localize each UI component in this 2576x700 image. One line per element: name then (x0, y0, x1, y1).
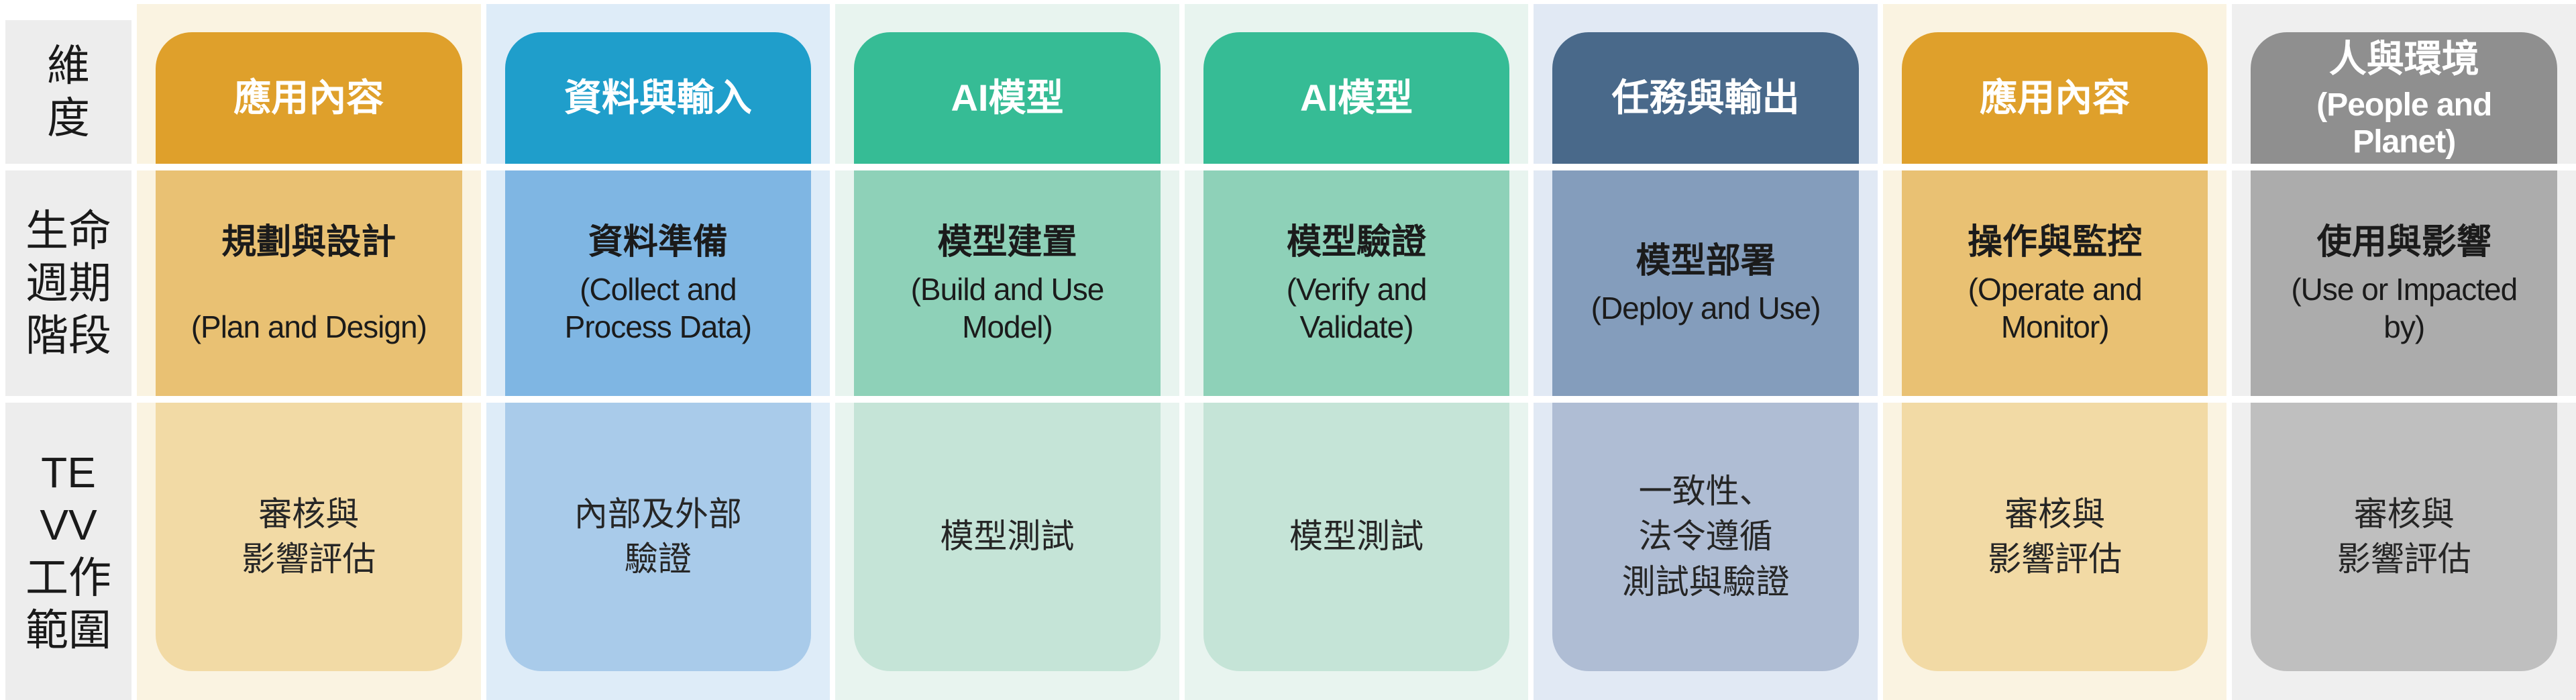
dimension-header-cell: AI模型 (1184, 4, 1529, 164)
tevv-scope-text: 審核與 影響評估 (241, 495, 376, 579)
lifecycle-title-en: (Operate and Monitor) (1968, 272, 2143, 344)
lifecycle-column-build-use-model: AI模型 模型建置 (Build and Use Model) 模型測試 (835, 4, 1179, 700)
lifecycle-column-collect-process-data: 資料與輸入 資料準備 (Collect and Process Data) 內部… (486, 4, 830, 700)
lifecycle-title-en: (Deploy and Use) (1591, 290, 1821, 326)
tevv-scope-text: 模型測試 (1289, 517, 1424, 556)
dimension-title-zh: AI模型 (951, 77, 1064, 119)
lifecycle-column-verify-validate: AI模型 模型驗證 (Verify and Validate) 模型測試 (1184, 4, 1529, 700)
dimension-title-zh: 應用內容 (1980, 77, 2131, 119)
dimension-title-zh: 資料與輸入 (564, 77, 752, 119)
row-header-column: 維 度 生命 週期 階段 TE VV 工作 範圍 (5, 4, 131, 700)
lifecycle-stage-cell: 資料準備 (Collect and Process Data) (486, 170, 830, 396)
lifecycle-title-zh: 模型建置 (937, 223, 1077, 262)
lifecycle-stage-cell: 模型驗證 (Verify and Validate) (1184, 170, 1529, 396)
tevv-scope-cell: 模型測試 (835, 403, 1179, 700)
lifecycle-title-zh: 資料準備 (588, 223, 728, 262)
lifecycle-stage-cell: 操作與監控 (Operate and Monitor) (1882, 170, 2227, 396)
lifecycle-title-zh: 操作與監控 (1968, 223, 2143, 262)
tevv-scope-box: 審核與 影響評估 (2251, 403, 2558, 671)
tevv-scope-box: 一致性、 法令遵循 測試與驗證 (1552, 403, 1859, 671)
dimension-header-box: 應用內容 (1901, 32, 2208, 164)
tevv-scope-box: 內部及外部 驗證 (504, 403, 812, 671)
lifecycle-stage-box: 規劃與設計 (Plan and Design) (156, 170, 462, 396)
dimension-header-box: 任務與輸出 (1552, 32, 1859, 164)
dimension-title-zh: 人與環境 (2328, 37, 2479, 80)
dimension-header-box: AI模型 (1203, 32, 1510, 164)
tevv-scope-text: 內部及外部 驗證 (574, 495, 742, 579)
lifecycle-stage-box: 使用與影響 (Use or Impacted by) (2251, 170, 2558, 396)
tevv-scope-box: 審核與 影響評估 (156, 403, 462, 671)
dimension-title-zh: AI模型 (1300, 77, 1413, 119)
tevv-scope-box: 模型測試 (1203, 403, 1510, 671)
lifecycle-stage-cell: 使用與影響 (Use or Impacted by) (2232, 170, 2576, 396)
tevv-scope-box: 審核與 影響評估 (1901, 403, 2208, 671)
lifecycle-stage-cell: 模型建置 (Build and Use Model) (835, 170, 1179, 396)
lifecycle-stage-box: 模型建置 (Build and Use Model) (854, 170, 1161, 396)
lifecycle-stage-box: 模型驗證 (Verify and Validate) (1203, 170, 1510, 396)
dimension-header-box: AI模型 (854, 32, 1161, 164)
tevv-scope-text: 審核與 影響評估 (1988, 495, 2123, 579)
lifecycle-stage-box: 資料準備 (Collect and Process Data) (504, 170, 812, 396)
lifecycle-column-use-impacted: 人與環境 (People and Planet) 使用與影響 (Use or I… (2232, 4, 2576, 700)
lifecycle-title-en: (Plan and Design) (191, 309, 427, 344)
lifecycle-title-en: (Use or Impacted by) (2291, 272, 2518, 344)
lifecycle-title-en: (Build and Use Model) (910, 272, 1105, 344)
dimension-title-en: (People and Planet) (2316, 87, 2492, 160)
tevv-scope-cell: 審核與 影響評估 (137, 403, 481, 700)
tevv-scope-text: 模型測試 (940, 517, 1075, 556)
lifecycle-title-zh: 使用與影響 (2316, 223, 2491, 262)
lifecycle-title-zh: 規劃與設計 (221, 223, 396, 262)
tevv-scope-text: 一致性、 法令遵循 測試與驗證 (1621, 472, 1790, 601)
tevv-scope-cell: 審核與 影響評估 (1882, 403, 2227, 700)
row-label-lifecycle-stage: 生命 週期 階段 (5, 170, 131, 396)
dimension-header-box: 人與環境 (People and Planet) (2251, 32, 2558, 164)
lifecycle-stage-box: 操作與監控 (Operate and Monitor) (1901, 170, 2208, 396)
lifecycle-title-en: (Verify and Validate) (1286, 272, 1428, 344)
lifecycle-title-zh: 模型部署 (1635, 241, 1776, 281)
dimension-header-cell: 應用內容 (1882, 4, 2227, 164)
lifecycle-stage-cell: 規劃與設計 (Plan and Design) (137, 170, 481, 396)
lifecycle-stage-box: 模型部署 (Deploy and Use) (1552, 170, 1859, 396)
row-label-dimension: 維 度 (5, 20, 131, 164)
dimension-title-zh: 任務與輸出 (1611, 77, 1800, 119)
dimension-header-cell: AI模型 (835, 4, 1179, 164)
row-label-tevv-scope: TE VV 工作 範圍 (5, 403, 131, 700)
lifecycle-title-en: (Collect and Process Data) (564, 272, 752, 344)
tevv-scope-cell: 一致性、 法令遵循 測試與驗證 (1534, 403, 1878, 700)
tevv-scope-box: 模型測試 (854, 403, 1161, 671)
tevv-scope-cell: 審核與 影響評估 (2232, 403, 2576, 700)
dimension-header-cell: 人與環境 (People and Planet) (2232, 4, 2576, 164)
lifecycle-column-deploy-use: 任務與輸出 模型部署 (Deploy and Use) 一致性、 法令遵循 測試… (1534, 4, 1878, 700)
lifecycle-column-operate-monitor: 應用內容 操作與監控 (Operate and Monitor) 審核與 影響評… (1882, 4, 2227, 700)
tevv-scope-cell: 內部及外部 驗證 (486, 403, 830, 700)
dimension-header-cell: 資料與輸入 (486, 4, 830, 164)
tevv-scope-text: 審核與 影響評估 (2337, 495, 2471, 579)
dimension-header-box: 資料與輸入 (504, 32, 812, 164)
lifecycle-title-zh: 模型驗證 (1287, 223, 1427, 262)
dimension-header-box: 應用內容 (156, 32, 462, 164)
lifecycle-column-plan-design: 應用內容 規劃與設計 (Plan and Design) 審核與 影響評估 (137, 4, 481, 700)
lifecycle-stage-cell: 模型部署 (Deploy and Use) (1534, 170, 1878, 396)
tevv-scope-cell: 模型測試 (1184, 403, 1529, 700)
dimension-title-zh: 應用內容 (233, 77, 384, 119)
dimension-header-cell: 應用內容 (137, 4, 481, 164)
dimension-header-cell: 任務與輸出 (1534, 4, 1878, 164)
